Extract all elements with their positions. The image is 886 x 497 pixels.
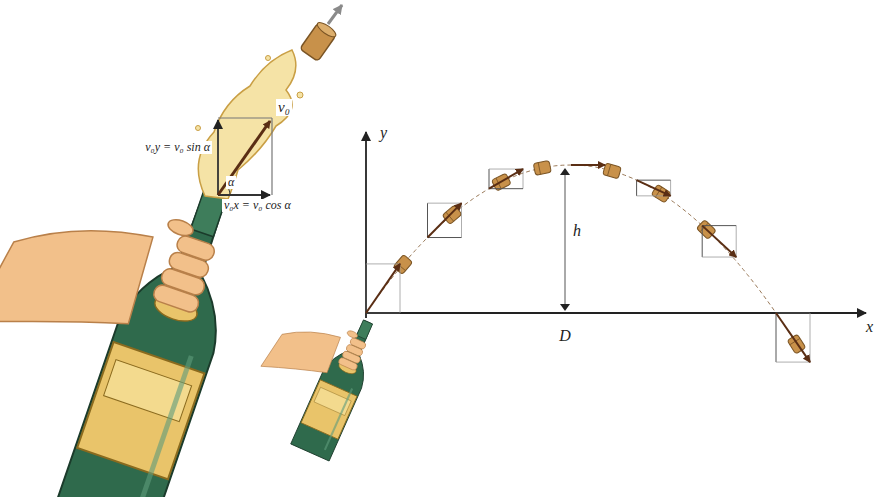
velocity-vector — [571, 165, 605, 166]
component-guide — [670, 180, 671, 196]
vy-formula: v₀y = v₀ sin α — [143, 141, 212, 154]
trajectory — [366, 160, 810, 362]
component-guide — [702, 257, 736, 258]
cork-body — [442, 205, 462, 224]
component-guide — [428, 203, 462, 204]
cork-band — [538, 163, 540, 175]
range-label: D — [557, 327, 573, 345]
velocity-arrow — [702, 226, 736, 257]
velocity-vector — [702, 226, 736, 257]
cork-band — [607, 164, 610, 176]
vy-component — [776, 313, 777, 362]
vx-component — [637, 180, 671, 181]
cork — [533, 160, 551, 175]
component-guide — [400, 264, 401, 313]
velocity-arrow — [366, 264, 400, 313]
vx-formula: v₀x = v₀ cos α — [222, 199, 293, 212]
velocity-label: v₀ — [276, 99, 292, 116]
trajectory-path — [366, 165, 801, 351]
component-guide — [810, 313, 811, 362]
velocity-arrow — [637, 180, 671, 196]
velocity-arrow — [428, 203, 462, 237]
vy-component — [427, 203, 428, 237]
component-guide — [776, 362, 810, 363]
vy-component — [636, 180, 637, 196]
vx-component — [702, 225, 736, 226]
cork — [603, 163, 622, 179]
cork-body — [533, 160, 551, 175]
axes — [366, 132, 866, 318]
height-dimension — [560, 168, 570, 311]
vx-component — [428, 237, 462, 238]
launch-components — [218, 118, 272, 195]
foam-spray — [198, 50, 296, 199]
velocity-vector — [428, 203, 462, 237]
vx-component — [571, 165, 605, 166]
component-guide — [461, 203, 462, 237]
velocity-vector — [637, 180, 671, 196]
cork — [393, 255, 412, 275]
velocity-vector — [776, 313, 810, 362]
vy-component — [489, 169, 490, 189]
velocity-arrow — [489, 169, 523, 189]
cork-body — [603, 163, 622, 179]
vx-component — [489, 188, 523, 189]
component-guide — [489, 169, 523, 170]
flying-cork — [300, 20, 338, 61]
component-guide — [523, 169, 524, 189]
velocity-vector — [489, 169, 523, 189]
cork — [442, 205, 462, 224]
vy-component — [366, 264, 367, 313]
velocity-vector — [366, 264, 400, 313]
velocity-arrow — [571, 164, 605, 166]
cork-body — [393, 255, 412, 275]
cork-direction-arrow — [328, 5, 342, 24]
vy-component — [702, 226, 703, 257]
angle-label: α — [226, 176, 236, 189]
component-guide — [637, 195, 671, 196]
component-guide — [736, 226, 737, 257]
component-guide — [366, 263, 400, 264]
axis-label: y — [378, 124, 389, 142]
height-label: h — [571, 222, 583, 240]
vx-component — [366, 313, 400, 314]
velocity-arrow — [776, 313, 810, 362]
vx-component — [776, 313, 810, 314]
small-bottle — [237, 290, 387, 461]
axis-label: x — [864, 318, 875, 336]
